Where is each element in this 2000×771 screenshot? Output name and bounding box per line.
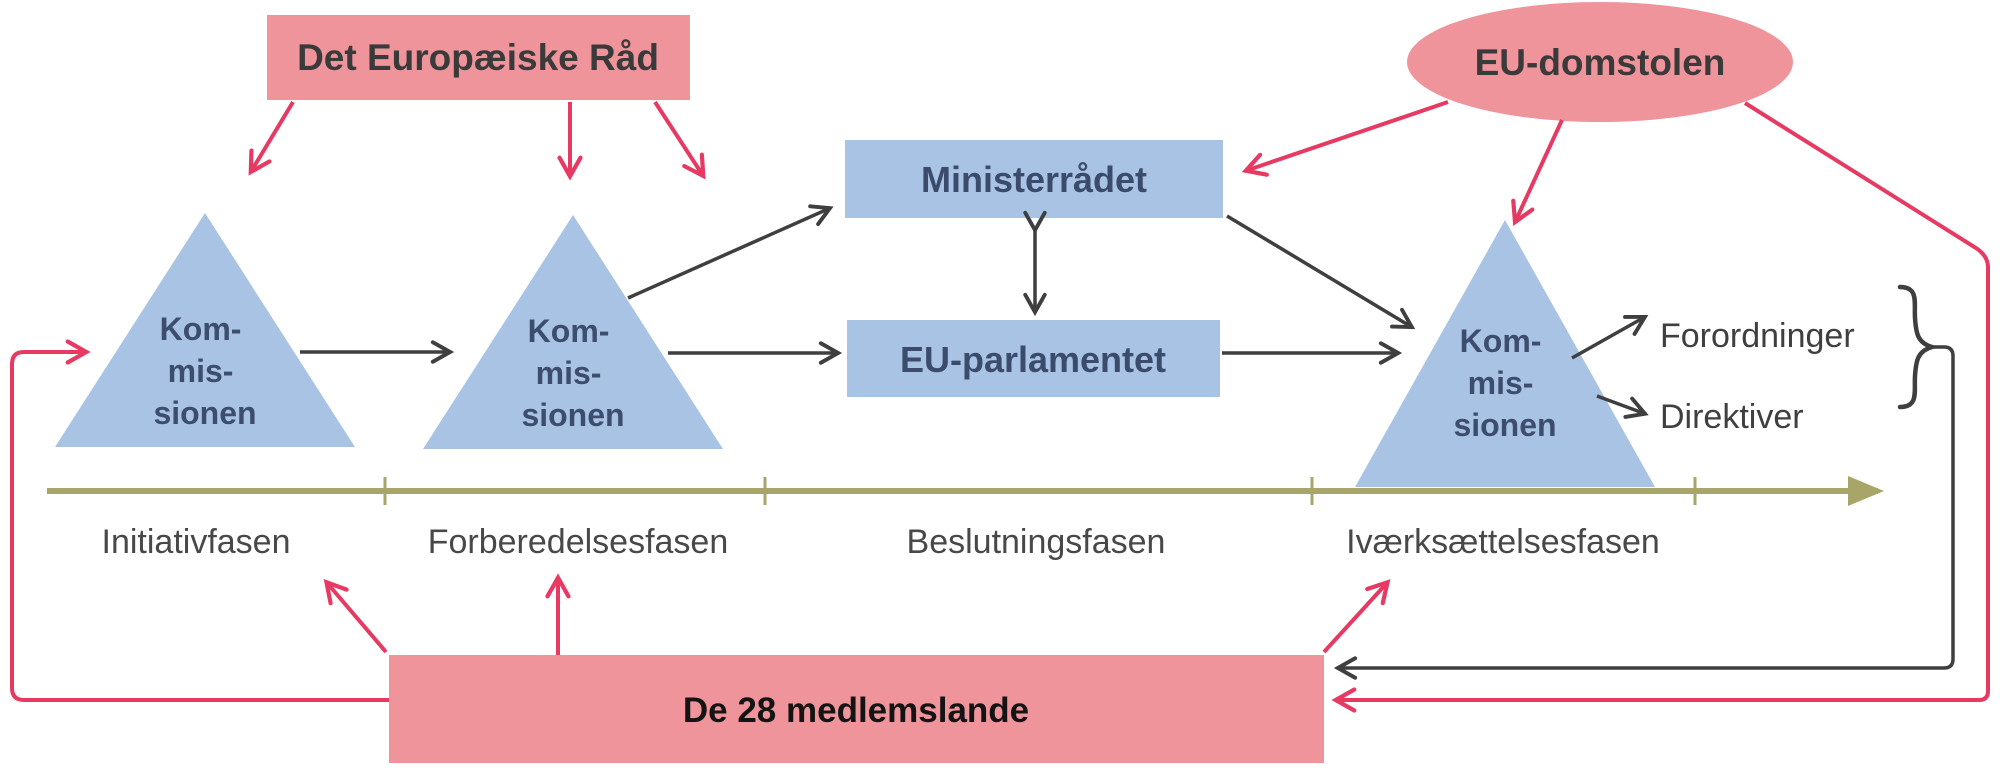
phase-label-ivaerksaettelsesfasen: Iværksættelsesfasen bbox=[1346, 523, 1660, 561]
members-feedback-arrow-to-commission1 bbox=[10, 339, 389, 702]
arrow-commission2-to-ministers bbox=[627, 204, 834, 300]
eu-court-ellipse bbox=[1407, 2, 1793, 122]
direktiver-label: Direktiver bbox=[1660, 398, 1804, 436]
member-states-box bbox=[389, 655, 1324, 763]
arrow-commission3-to-direktiver bbox=[1596, 394, 1649, 419]
commission-1-label: Kom- mis- sionen bbox=[153, 311, 256, 431]
commission-triangle-1 bbox=[55, 213, 355, 447]
arrow-commission3-to-forordninger bbox=[1571, 314, 1649, 360]
members-arrow-to-ivaerksaettelsesfasen bbox=[1322, 579, 1391, 654]
commission-triangle-3 bbox=[1355, 220, 1655, 487]
council-of-ministers-label: Ministerrådet bbox=[921, 159, 1147, 200]
council-of-ministers-box bbox=[845, 140, 1223, 218]
outputs-brace bbox=[1897, 284, 1941, 410]
commission-2-label: Kom- mis- sionen bbox=[521, 313, 624, 433]
members-arrow-to-initiativfasen bbox=[323, 578, 388, 654]
phase-label-initiativfasen: Initiativfasen bbox=[102, 523, 291, 561]
arrow-ministers-to-commission3 bbox=[1226, 214, 1416, 330]
council-arrow-left bbox=[248, 100, 295, 176]
phase-label-beslutningsfasen: Beslutningsfasen bbox=[907, 523, 1166, 561]
european-council-box bbox=[267, 15, 690, 100]
commission-triangle-2 bbox=[423, 215, 723, 449]
court-arrow-to-commission3 bbox=[1511, 119, 1564, 227]
court-arrow-to-council-of-ministers bbox=[1241, 100, 1449, 177]
forordninger-label: Forordninger bbox=[1660, 317, 1855, 355]
commission-3-label: Kom- mis- sionen bbox=[1453, 323, 1556, 443]
outputs-feedback-arrow-to-members bbox=[1333, 345, 1955, 680]
member-states-label: De 28 medlemslande bbox=[683, 691, 1029, 730]
council-arrow-right bbox=[653, 100, 706, 180]
eu-parliament-label: EU-parlamentet bbox=[900, 339, 1166, 380]
eu-court-label: EU-domstolen bbox=[1475, 42, 1726, 83]
court-feedback-arrow-to-members bbox=[1331, 101, 1990, 713]
eu-parliament-box bbox=[847, 320, 1220, 397]
phase-label-forberedelsesfasen: Forberedelsesfasen bbox=[428, 523, 729, 561]
european-council-label: Det Europæiske Råd bbox=[297, 37, 659, 78]
